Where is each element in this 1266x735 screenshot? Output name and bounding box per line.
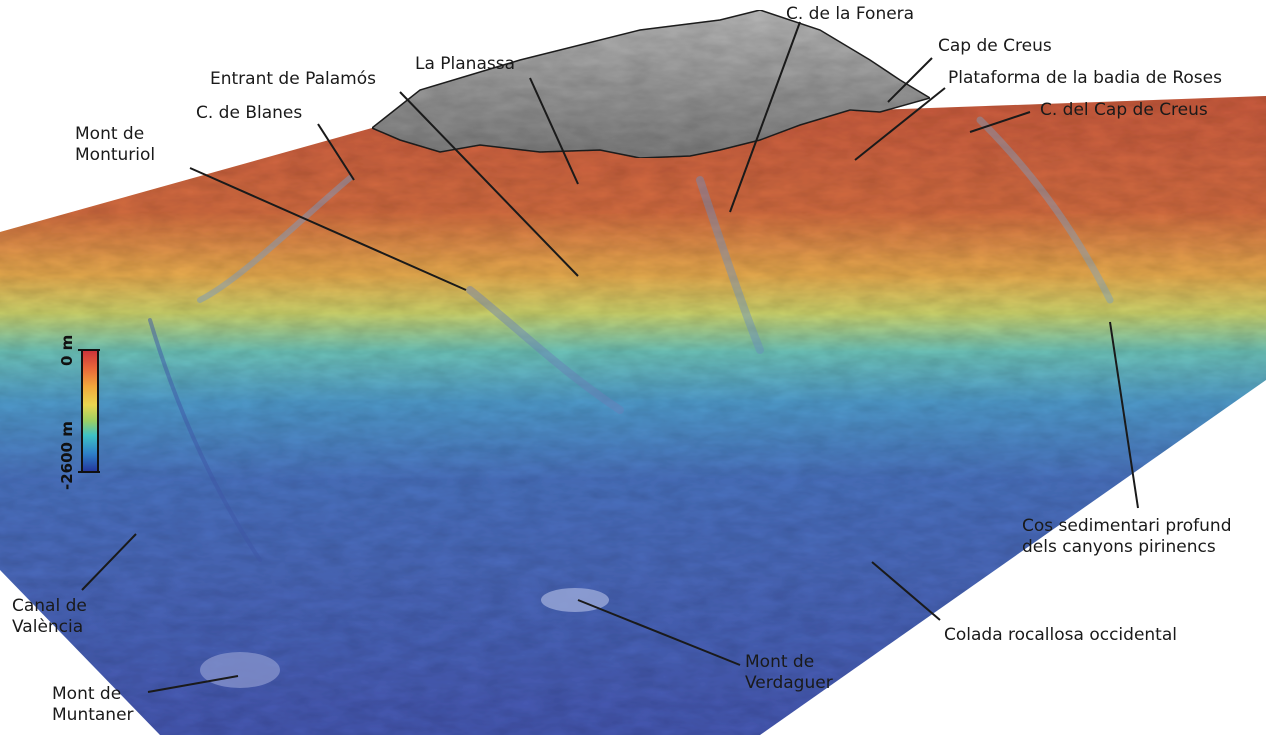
label-canal-line1: Canal de bbox=[12, 596, 87, 616]
label-cos-line2: dels canyons pirinencs bbox=[1022, 537, 1216, 557]
label-canal-valencia: Canal de València bbox=[12, 596, 87, 638]
label-verdaguer-line1: Mont de bbox=[745, 652, 815, 672]
leader-cos bbox=[1109, 321, 1139, 509]
label-canyon-cap-creus: C. del Cap de Creus bbox=[1040, 100, 1208, 120]
leader-lines bbox=[81, 21, 1139, 693]
label-fonera: C. de la Fonera bbox=[786, 4, 915, 24]
label-muntaner-line1: Mont de bbox=[52, 684, 122, 704]
leader-canyon-cap-creus bbox=[969, 111, 1031, 133]
label-palamos: Entrant de Palamós bbox=[210, 69, 376, 89]
label-monturiol: Mont de Monturiol bbox=[75, 124, 155, 166]
leader-planassa bbox=[529, 77, 579, 185]
depth-legend-ramp bbox=[81, 349, 99, 473]
canyon-shading bbox=[148, 116, 1114, 562]
leader-blanes bbox=[317, 123, 355, 181]
label-muntaner-line2: Muntaner bbox=[52, 705, 134, 725]
label-cap-creus: Cap de Creus bbox=[938, 36, 1052, 56]
label-canal-line2: València bbox=[12, 617, 84, 637]
leader-plataforma bbox=[854, 87, 946, 161]
legend-bottom-label: -2600 m bbox=[58, 421, 76, 490]
leader-fonera bbox=[729, 21, 801, 213]
label-verdaguer-line2: Verdaguer bbox=[745, 673, 833, 693]
leader-verdaguer bbox=[577, 599, 741, 666]
label-plataforma-roses: Plataforma de la badia de Roses bbox=[948, 68, 1222, 88]
label-cos-sedimentari: Cos sedimentari profund dels canyons pir… bbox=[1022, 516, 1232, 558]
label-muntaner: Mont de Muntaner bbox=[52, 684, 134, 726]
label-planassa: La Planassa bbox=[415, 54, 516, 74]
label-monturiol-line1: Mont de bbox=[75, 124, 145, 144]
label-cos-line1: Cos sedimentari profund bbox=[1022, 516, 1232, 536]
leader-palamos bbox=[399, 91, 579, 277]
label-verdaguer: Mont de Verdaguer bbox=[745, 652, 833, 694]
label-monturiol-line2: Monturiol bbox=[75, 145, 156, 165]
legend-top-label: 0 m bbox=[58, 334, 76, 366]
leader-canal bbox=[81, 533, 137, 591]
leader-muntaner bbox=[147, 675, 239, 693]
leader-cap-creus bbox=[887, 57, 933, 103]
leader-colada bbox=[871, 561, 941, 621]
seafloor-surface bbox=[0, 96, 1266, 735]
muntaner-seamount bbox=[200, 652, 280, 688]
label-colada: Colada rocallosa occidental bbox=[944, 625, 1177, 645]
leader-monturiol bbox=[189, 167, 467, 291]
label-blanes: C. de Blanes bbox=[196, 103, 303, 123]
